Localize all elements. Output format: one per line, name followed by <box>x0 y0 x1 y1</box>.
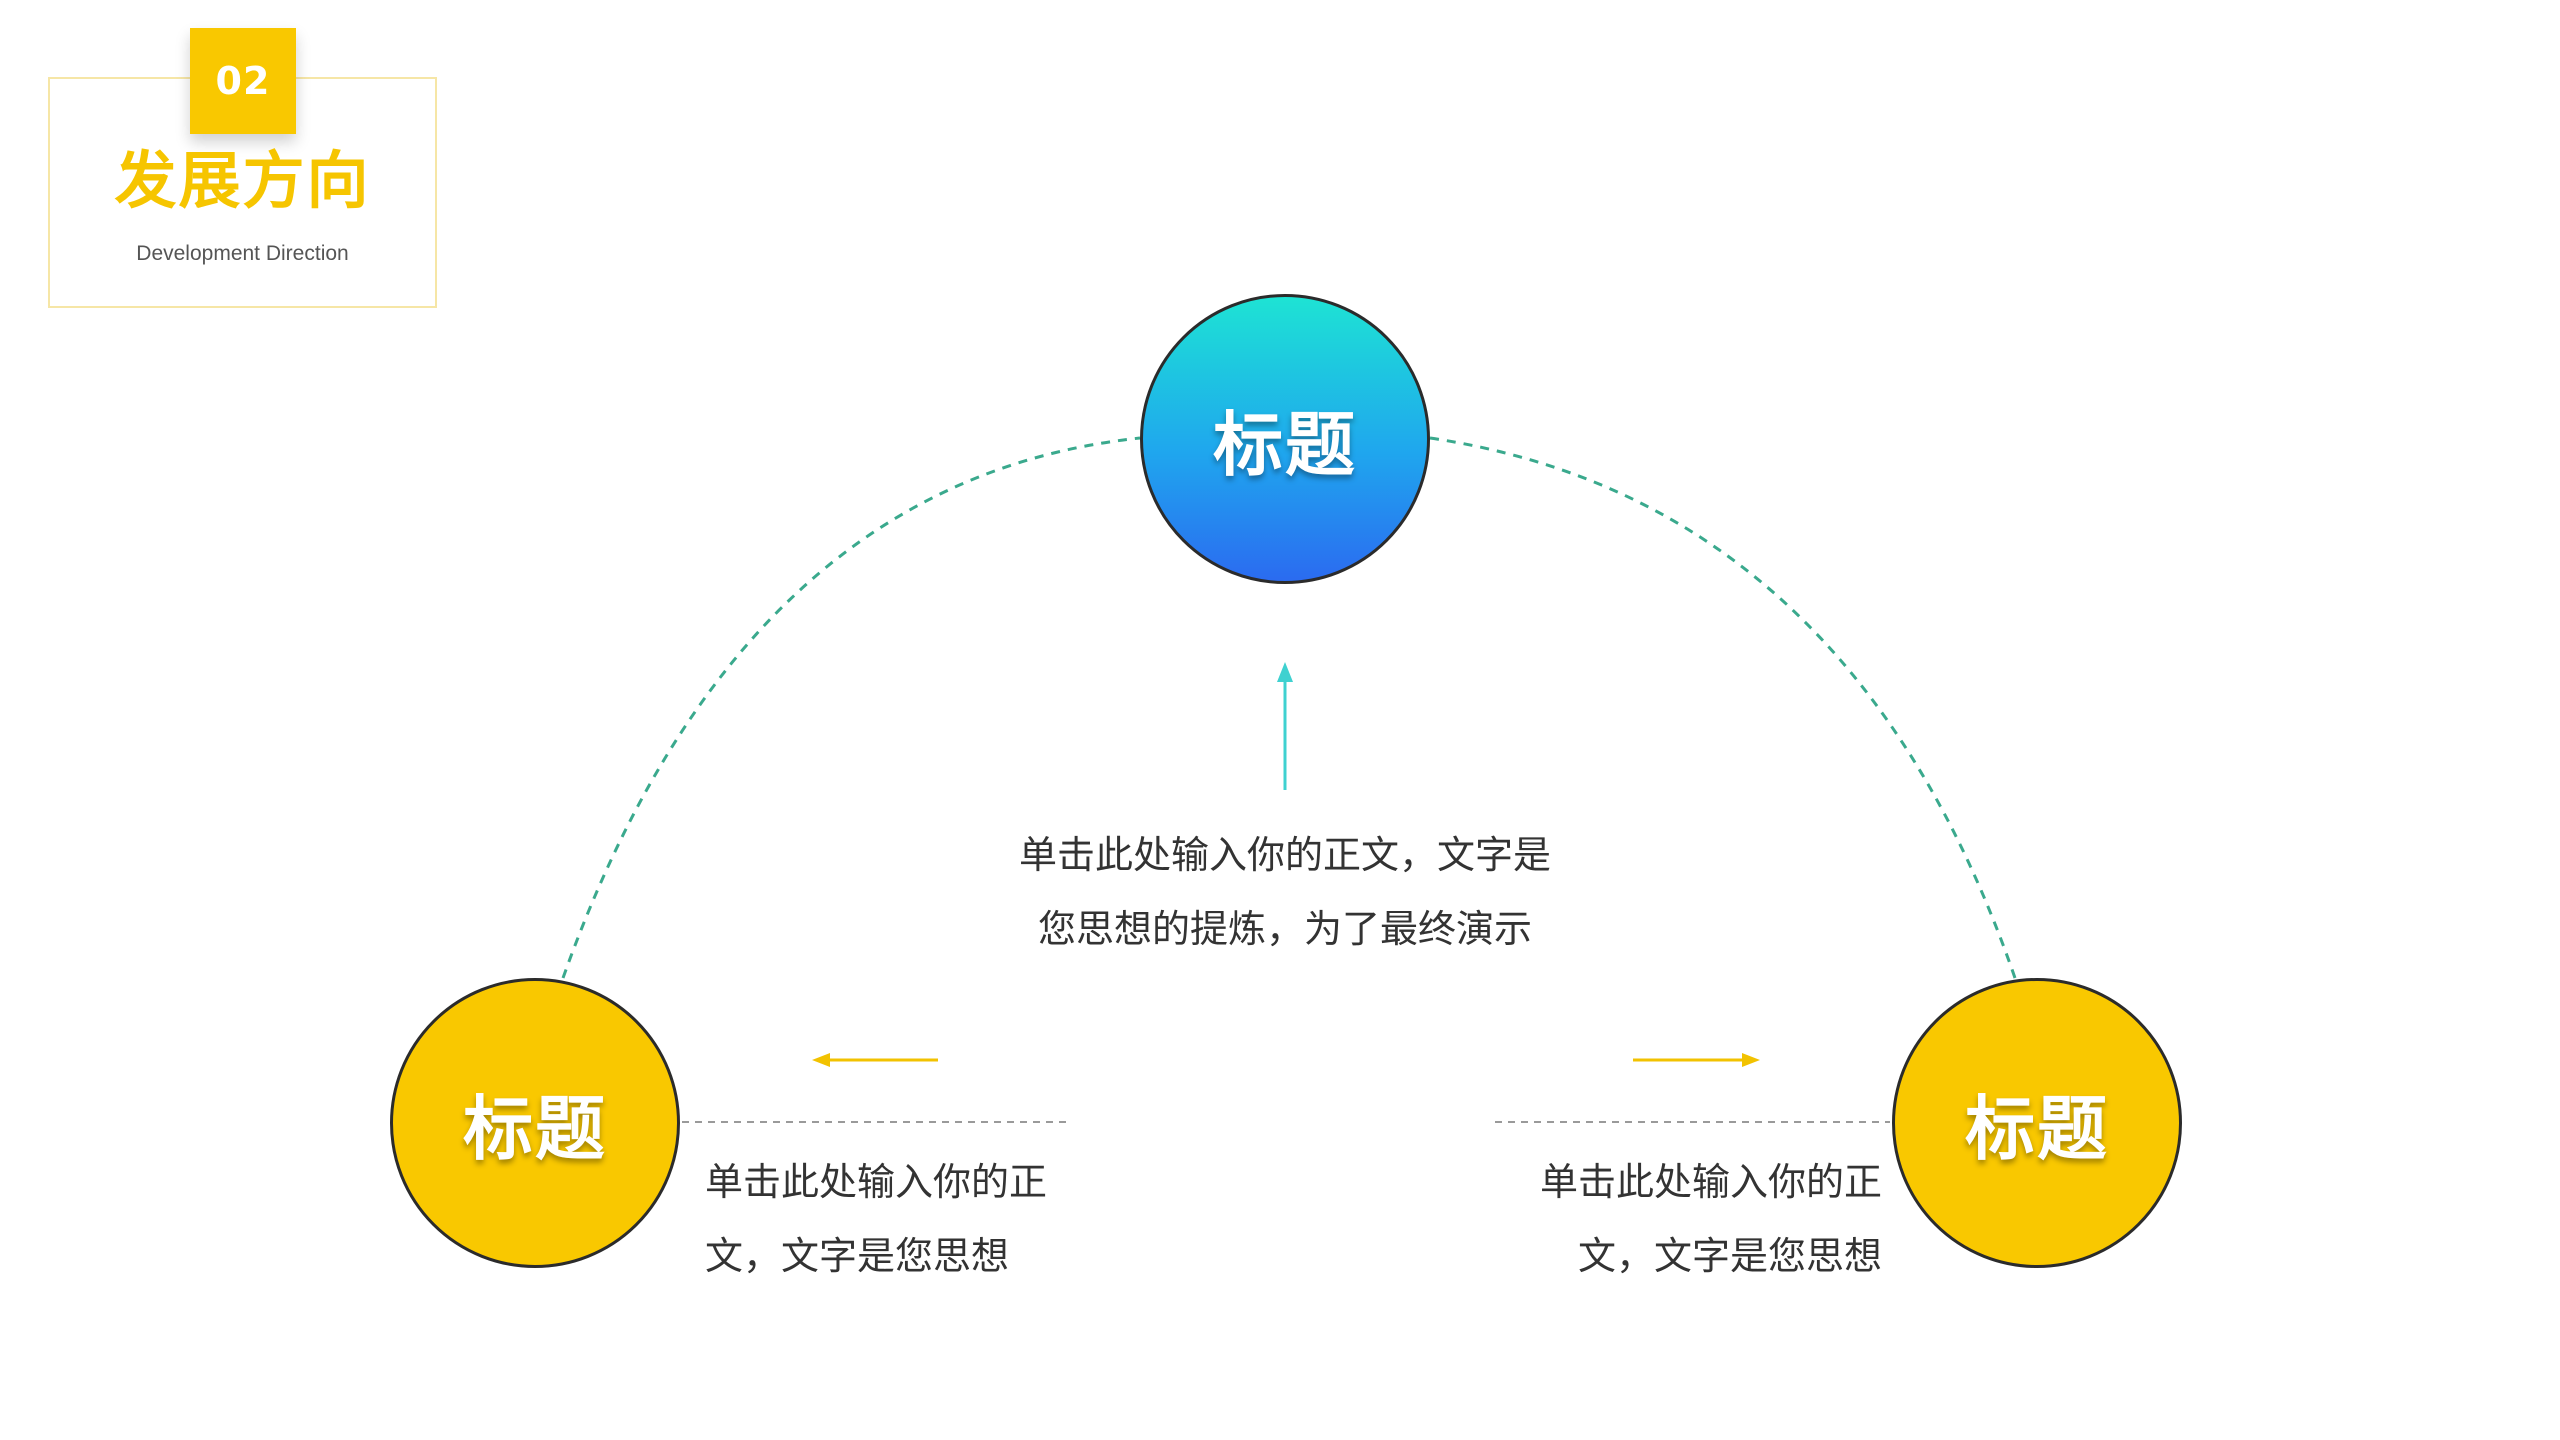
section-title: 发展方向 <box>114 144 371 217</box>
left-body-text: 单击此处输入你的正 文，文字是您思想 <box>705 1145 1125 1293</box>
arrow-left-head <box>812 1053 830 1067</box>
section-subtitle: Development Direction <box>136 242 349 265</box>
right-text-line-1: 单击此处输入你的正 <box>1539 1160 1882 1204</box>
node-left-title: 标题 <box>390 978 680 1268</box>
arrow-up-head <box>1277 662 1293 682</box>
arrow-right-head <box>1742 1053 1760 1067</box>
node-left-label: 标题 <box>463 1087 607 1170</box>
left-text-line-1: 单击此处输入你的正 <box>705 1160 1048 1204</box>
node-right-label: 标题 <box>1965 1087 2109 1170</box>
left-text-line-2: 文，文字是您思想 <box>705 1234 1010 1278</box>
center-text-line-1: 单击此处输入你的正文，文字是 <box>1018 833 1551 877</box>
center-text-line-2: 您思想的提炼，为了最终演示 <box>1037 907 1532 951</box>
section-number-badge: 02 <box>190 28 296 134</box>
node-top-label: 标题 <box>1213 403 1357 486</box>
arc-top-to-right <box>1429 436 2017 979</box>
center-body-text: 单击此处输入你的正文，文字是 您思想的提炼，为了最终演示 <box>960 818 1610 966</box>
node-top-title: 标题 <box>1140 294 1430 584</box>
right-body-text: 单击此处输入你的正 文，文字是您思想 <box>1462 1145 1882 1293</box>
node-right-title: 标题 <box>1892 978 2182 1268</box>
right-text-line-2: 文，文字是您思想 <box>1577 1234 1882 1278</box>
